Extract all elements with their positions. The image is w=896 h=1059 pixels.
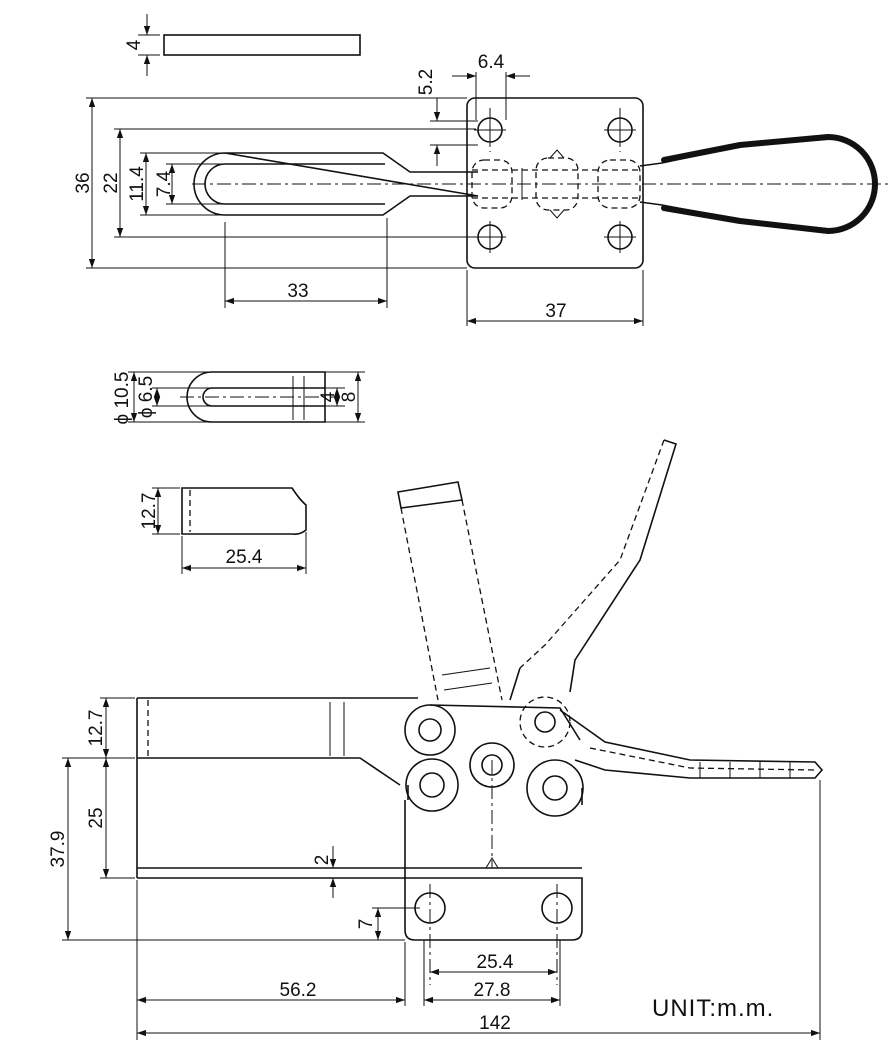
dim-shank-width: 4	[318, 391, 339, 402]
dim-body-height: 25	[86, 807, 107, 828]
dim-hole-offset: 5.2	[416, 69, 437, 95]
bolt-detail: ϕ 10.5 ϕ 6.5 4 8	[112, 371, 365, 425]
side-view: 12.7 25 37.9 2 7 25.4 27.8 56.2 142	[48, 439, 824, 1040]
arm-detail: 12.7 25.4	[139, 487, 307, 574]
dim-overall-length: 142	[479, 1013, 511, 1034]
dim-base-width: 37	[545, 301, 566, 322]
dim-slot-outer: 22	[101, 172, 122, 193]
dim-overall-width: 8	[339, 392, 360, 403]
dim-hole-spacing: 6.4	[478, 52, 505, 73]
dim-slot-inner: 7.4	[154, 170, 175, 197]
dim-slot-width: 11.4	[127, 166, 148, 202]
dim-slot-length: 33	[287, 281, 308, 302]
dim-arm-length: 25.4	[226, 547, 263, 568]
dim-side-arm-height: 12.7	[86, 710, 107, 747]
top-view: 4	[73, 14, 890, 326]
dim-overall-height: 36	[73, 172, 94, 193]
dim-hole-pitch: 25.4	[477, 952, 514, 973]
dim-shank-diameter: ϕ 6.5	[136, 376, 157, 418]
base-plate	[466, 97, 644, 269]
unit-label: UNIT:m.m.	[652, 995, 774, 1022]
dim-head-diameter: ϕ 10.5	[112, 372, 133, 425]
dim-base-length: 27.8	[474, 980, 511, 1001]
small-plate	[163, 34, 361, 56]
side-handle	[559, 709, 824, 779]
side-base	[136, 758, 583, 941]
dim-arm-height: 12.7	[139, 493, 160, 530]
dim-hole-height: 7	[356, 919, 377, 930]
dim-offset-length: 56.2	[280, 980, 317, 1001]
slotted-arm	[193, 152, 479, 216]
dim-plate-thickness: 4	[124, 39, 145, 50]
pivot-links	[404, 696, 584, 817]
clamp-arm	[136, 697, 418, 786]
dim-overall-height: 37.9	[48, 831, 69, 868]
dim-base-thickness: 2	[312, 855, 333, 866]
